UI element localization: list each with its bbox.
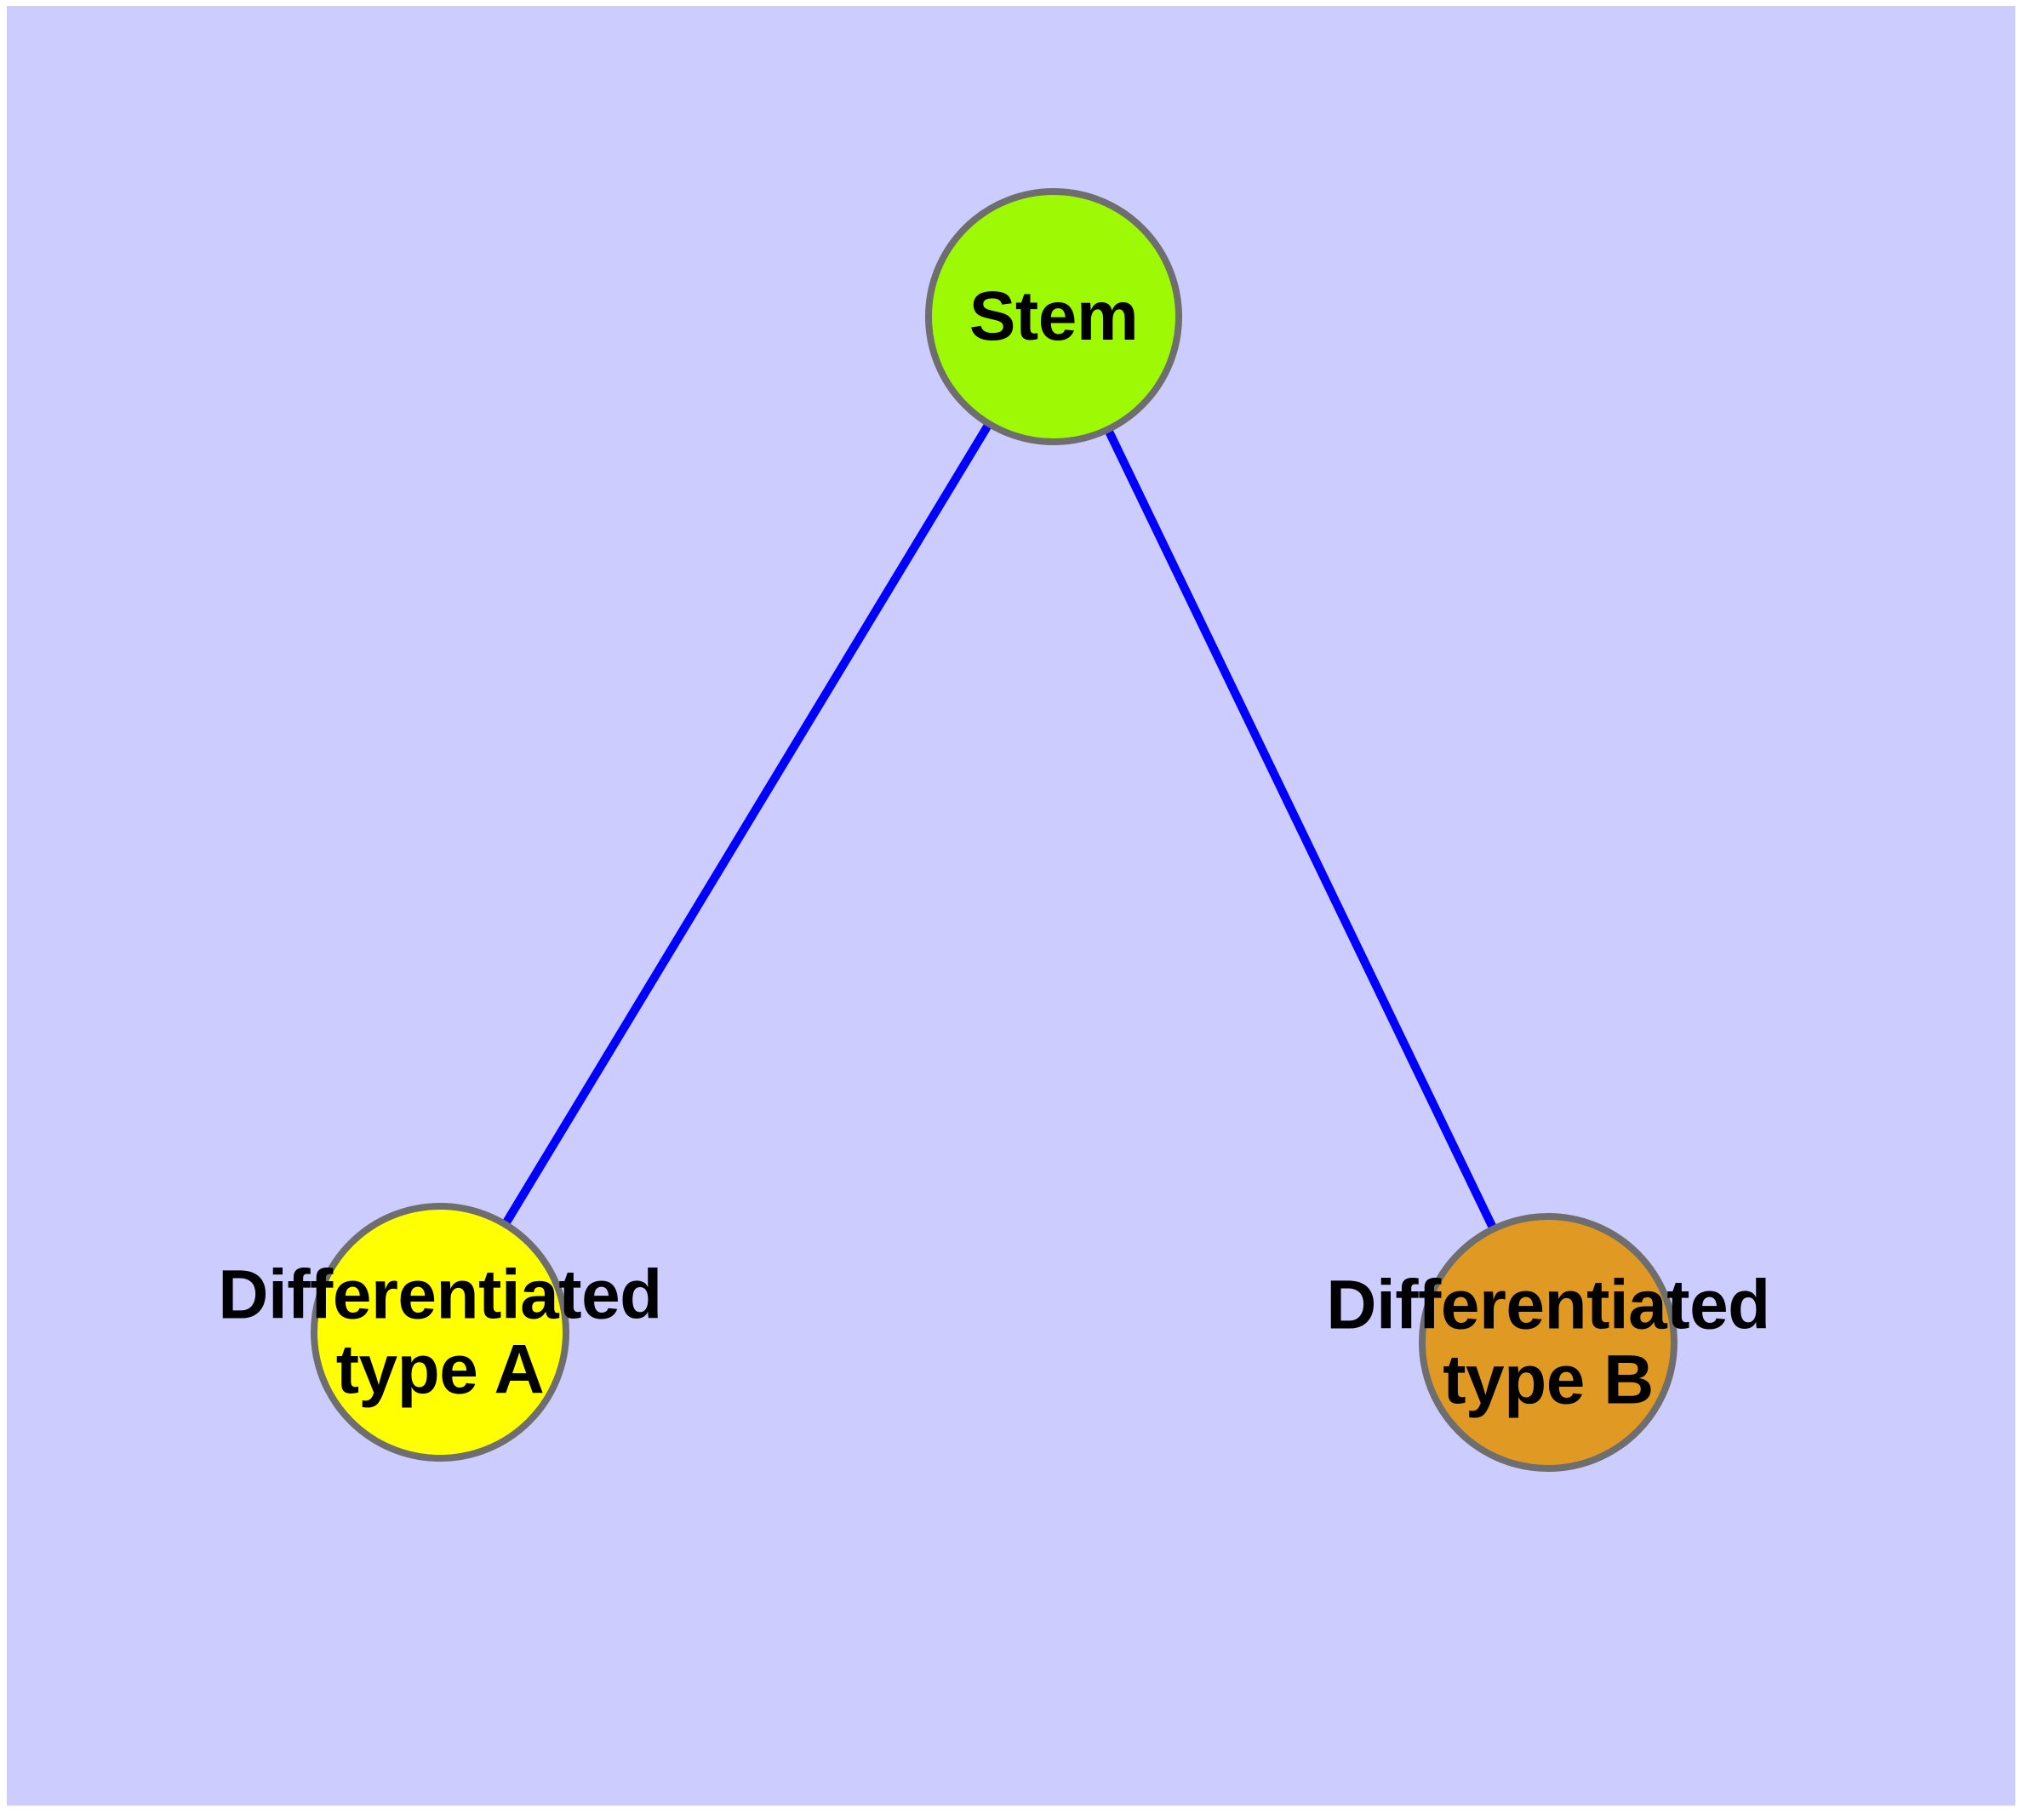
node-differentiated-type-b[interactable]	[1419, 1213, 1677, 1472]
edge-layer	[436, 314, 1552, 1345]
node-stem[interactable]	[925, 188, 1182, 445]
node-differentiated-type-a[interactable]	[311, 1203, 569, 1462]
node-layer: Stem Differentiated type A Differentiate…	[7, 6, 2015, 1806]
graph-plot-area: Stem Differentiated type A Differentiate…	[7, 6, 2015, 1806]
edge-stem-to-differentiated-type-b[interactable]	[1049, 314, 1552, 1345]
edge-stem-to-differentiated-type-a[interactable]	[436, 314, 1058, 1335]
